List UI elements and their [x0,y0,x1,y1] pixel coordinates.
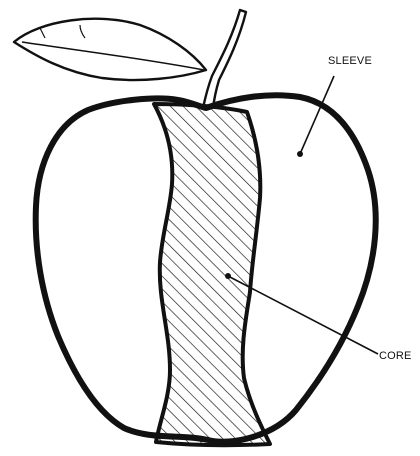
sleeve-leader-dot [297,151,303,157]
core-leader-dot [225,273,231,279]
core-label: CORE [379,350,412,362]
stem-icon [203,10,246,108]
leaf-icon [14,19,206,80]
sleeve-label: SLEEVE [328,55,372,67]
